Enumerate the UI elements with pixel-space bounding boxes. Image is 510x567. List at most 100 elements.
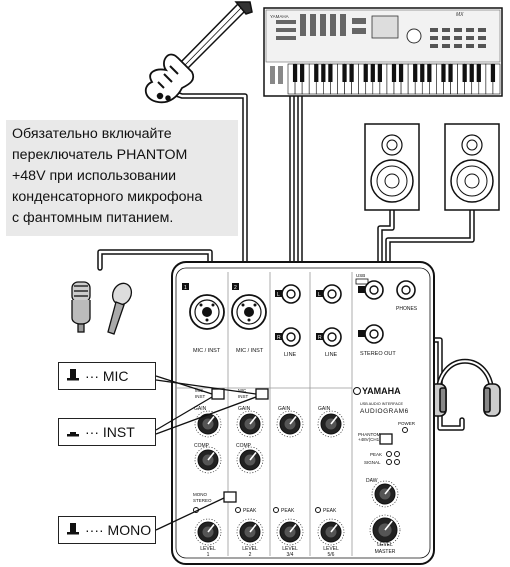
power-label: POWER: [398, 421, 416, 426]
line-jack-ch4: [281, 327, 301, 347]
peak-label-4: PEAK: [323, 508, 337, 514]
level-label-2: LEVEL: [242, 546, 258, 552]
black-key: [462, 64, 467, 82]
level-label-3: LEVEL: [282, 546, 298, 552]
phantom-switch: [379, 433, 393, 445]
switch-up-icon: [67, 522, 79, 538]
master-knob: [369, 514, 401, 546]
black-key: [427, 64, 432, 82]
black-key: [292, 64, 298, 82]
note-line-5: с фантомным питанием.: [12, 210, 174, 226]
line-jack-ch5: [322, 284, 342, 304]
black-key: [398, 64, 404, 82]
black-key: [363, 64, 368, 82]
mono-stereo-switch: [223, 491, 237, 503]
black-key: [469, 64, 474, 82]
switch-up-icon: [67, 368, 79, 384]
ch3-l-tag: L: [277, 292, 280, 298]
phantom-note: Обязательно включайте переключатель PHAN…: [6, 120, 238, 236]
level-num-34: 3/4: [287, 552, 294, 558]
comp-knob-ch2: [236, 446, 264, 474]
peak-label-2: PEAK: [243, 508, 257, 514]
keyboard-keys: [287, 63, 501, 95]
ch5-l-tag: L: [318, 292, 321, 298]
stereo-out-label: STEREO OUT: [360, 351, 396, 357]
switch-down-icon: [67, 424, 79, 440]
ch6-r-tag: R: [318, 335, 322, 341]
inst-callout: ··· INST: [58, 418, 156, 446]
level-knob-ch2: [236, 518, 264, 546]
note-line-2: переключатель PHANTOM: [12, 147, 188, 163]
black-key: [420, 64, 425, 82]
gain-label-4: GAIN: [318, 406, 331, 412]
yamaha-logo: YAMAHA: [362, 386, 401, 396]
master-label: MASTER: [375, 549, 396, 555]
black-key: [300, 64, 305, 82]
gain-knob-ch34: [276, 410, 304, 438]
ch4-r-tag: R: [277, 335, 281, 341]
stereo-sw-label: STEREO: [193, 498, 212, 503]
synth-model: MX: [456, 12, 464, 18]
speaker-left-icon: [364, 123, 420, 211]
comp-knob-ch1: [194, 446, 222, 474]
level-num-2: 2: [249, 552, 252, 558]
line-jack-ch3: [281, 284, 301, 304]
mono-callout-label: ···· MONO: [85, 522, 152, 538]
stereo-out-r-jack: [364, 324, 384, 344]
inst-sw-label-1: INST: [195, 394, 206, 399]
speaker-right-icon: [444, 123, 500, 211]
mic-sw-label-1: MIC: [195, 388, 204, 393]
black-key: [448, 64, 453, 82]
comp-label-2: COMP: [236, 443, 252, 449]
line-jack-ch6: [322, 327, 342, 347]
signal-label: SIGNAL: [364, 460, 381, 465]
black-key: [349, 64, 354, 82]
mic-callout-label: ··· MIC: [85, 368, 129, 384]
inst-sw-label-2: INST: [238, 394, 249, 399]
peak-right-label: PEAK: [370, 452, 382, 457]
black-key: [441, 64, 446, 82]
mono-callout: ···· MONO: [58, 516, 156, 544]
mic-sw-label-2: MIC: [238, 388, 247, 393]
level-num-1: 1: [207, 552, 210, 558]
mic-callout: ··· MIC: [58, 362, 156, 390]
gain-knob-ch56: [317, 410, 345, 438]
mic-inst-label-1: MIC / INST: [193, 348, 221, 354]
audiogram6-mixer: 1 2 L R L R: [171, 261, 435, 565]
note-line-3: +48V при использовании: [12, 168, 177, 184]
daw-label: DAW: [366, 478, 378, 484]
level-label-1: LEVEL: [200, 546, 216, 552]
black-key: [321, 64, 326, 82]
line-label-2: LINE: [325, 352, 338, 358]
black-key: [377, 64, 382, 82]
mic-inst-label-2: MIC / INST: [236, 348, 264, 354]
electric-guitar-icon: [144, 1, 253, 104]
gain-label-1: GAIN: [194, 406, 207, 412]
combo-jack-ch2: [231, 294, 267, 330]
level-knob-ch34: [276, 518, 304, 546]
synthesizer-keyboard-icon: YAMAHA MX: [263, 7, 503, 97]
note-line-4: конденсаторного микрофона: [12, 189, 203, 205]
usb-label: USB: [356, 273, 365, 278]
phones-label: PHONES: [396, 306, 418, 312]
usb-audio-interface-label: USB AUDIO INTERFACE: [360, 402, 404, 406]
black-key: [370, 64, 375, 82]
black-key: [314, 64, 319, 82]
level-label-4: LEVEL: [323, 546, 339, 552]
ch1-number: 1: [184, 285, 187, 291]
mic-inst-switch-ch2: [255, 388, 269, 400]
line-label-1: LINE: [284, 352, 297, 358]
phantom-label: PHANTOM: [358, 432, 381, 437]
inst-callout-label: ··· INST: [85, 424, 135, 440]
synth-brand: YAMAHA: [270, 14, 289, 19]
gain-label-3: GAIN: [278, 406, 291, 412]
comp-label-1: COMP: [194, 443, 210, 449]
daw-knob: [371, 480, 399, 508]
mono-sw-label: MONO: [193, 492, 207, 497]
phantom-label-2: +48V(CH1): [358, 437, 381, 442]
mic-inst-switch-ch1: [211, 388, 225, 400]
level-knob-ch56: [317, 518, 345, 546]
black-key: [328, 64, 333, 82]
black-key: [490, 64, 496, 82]
